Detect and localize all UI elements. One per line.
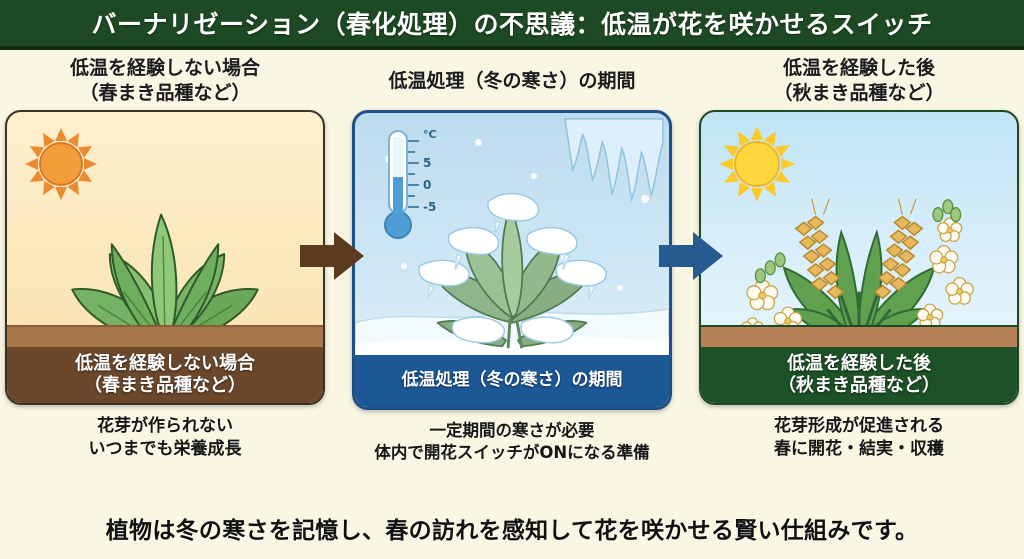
- snowflake-icon: [475, 139, 482, 146]
- card-caption-cold-treatment: 低温処理（冬の寒さ）の期間: [355, 355, 669, 407]
- footer-bar: 植物は冬の寒さを記憶し、春の訪れを感知して花を咲かせる賢い仕組みです。: [0, 497, 1024, 559]
- snowflake-icon: [401, 263, 407, 269]
- panel-heading-line1: 低温を経験した後: [782, 57, 935, 80]
- panel-no-cold: 低温を経験しない場合 （春まき品種など）: [0, 52, 330, 461]
- subcaption-line2: 春に開花・結実・収穫: [774, 438, 944, 459]
- subcaption-cold-treatment: 一定期間の寒さが必要 体内で開花スイッチがONになる準備: [347, 420, 677, 465]
- thermometer-icon: °C 5 0 -5: [384, 128, 437, 239]
- page-title: バーナリゼーション（春化処理）の不思議：低温が花を咲かせるスイッチ: [91, 10, 933, 39]
- panel-heading-line1: 低温を経験しない場合: [69, 57, 260, 80]
- sun-disc: [39, 142, 83, 186]
- title-bar: バーナリゼーション（春化処理）の不思議：低温が花を咲かせるスイッチ: [0, 0, 1024, 50]
- icicle-icon: [564, 118, 664, 202]
- subcaption-line1: 花芽形成が促進される: [774, 416, 944, 436]
- subcaption-line1: 花芽が作られない: [97, 416, 233, 436]
- panel-heading-line1: 低温処理（冬の寒さ）の期間: [388, 69, 636, 92]
- card-caption-after-cold: 低温を経験した後 （秋まき品種など）: [701, 347, 1017, 403]
- card-caption-line2: （春まき品種など）: [84, 375, 246, 396]
- card-caption-line1: 低温処理（冬の寒さ）の期間: [401, 370, 623, 391]
- panel-heading-line2: （秋まき品種など）: [773, 82, 945, 104]
- arrow-right-icon: [300, 232, 366, 280]
- snowflake-icon: [617, 285, 623, 291]
- sun-icon: [25, 128, 97, 200]
- subcaption-line2: 体内で開花スイッチがONになる準備: [374, 443, 650, 463]
- panel-heading-cold-treatment: 低温処理（冬の寒さ）の期間: [347, 52, 677, 110]
- snow-covered-plant-icon: [418, 192, 607, 349]
- card-caption-no-cold: 低温を経験しない場合 （春まき品種など）: [7, 347, 323, 403]
- snowflake-icon: [531, 173, 537, 179]
- panel-after-cold: 低温を経験した後 （秋まき品種など）: [694, 52, 1024, 461]
- svg-text:-5: -5: [423, 200, 436, 214]
- panel-heading-no-cold: 低温を経験しない場合 （春まき品種など）: [0, 52, 330, 110]
- card-caption-line1: 低温を経験しない場合: [75, 352, 255, 374]
- subcaption-after-cold: 花芽形成が促進される 春に開花・結実・収穫: [694, 415, 1024, 461]
- footer-text: 植物は冬の寒さを記憶し、春の訪れを感知して花を咲かせる賢い仕組みです。: [105, 518, 919, 544]
- illustration-card-cold-treatment: °C 5 0 -5 低温処理（冬の寒さ）の期間: [352, 110, 672, 410]
- soil-strip: [701, 325, 1017, 347]
- svg-text:5: 5: [423, 156, 431, 170]
- panel-heading-line2: （春まき品種など）: [79, 82, 251, 104]
- panel-heading-after-cold: 低温を経験した後 （秋まき品種など）: [694, 52, 1024, 110]
- snowflake-icon: [641, 195, 649, 203]
- snow-ground-icon: [355, 308, 669, 361]
- illustration-card-after-cold: 低温を経験した後 （秋まき品種など）: [699, 110, 1019, 405]
- card-caption-line1: 低温を経験した後: [787, 352, 931, 374]
- subcaption-no-cold: 花芽が作られない いつまでも栄養成長: [0, 415, 330, 461]
- subcaption-line1: 一定期間の寒さが必要: [429, 421, 595, 440]
- card-caption-line2: （秋まき品種など）: [778, 375, 940, 396]
- illustration-card-no-cold: 低温を経験しない場合 （春まき品種など）: [5, 110, 325, 405]
- soil-strip: [7, 325, 323, 347]
- sun-disc: [734, 141, 780, 187]
- sun-icon: [719, 126, 795, 202]
- svg-text:°C: °C: [423, 128, 437, 141]
- arrow-right-icon: [659, 232, 725, 280]
- svg-text:0: 0: [423, 178, 431, 192]
- subcaption-line2: いつまでも栄養成長: [88, 438, 242, 459]
- panels-row: 低温を経験しない場合 （春まき品種など）: [0, 52, 1024, 497]
- panel-cold-treatment: 低温処理（冬の寒さ）の期間: [347, 52, 677, 465]
